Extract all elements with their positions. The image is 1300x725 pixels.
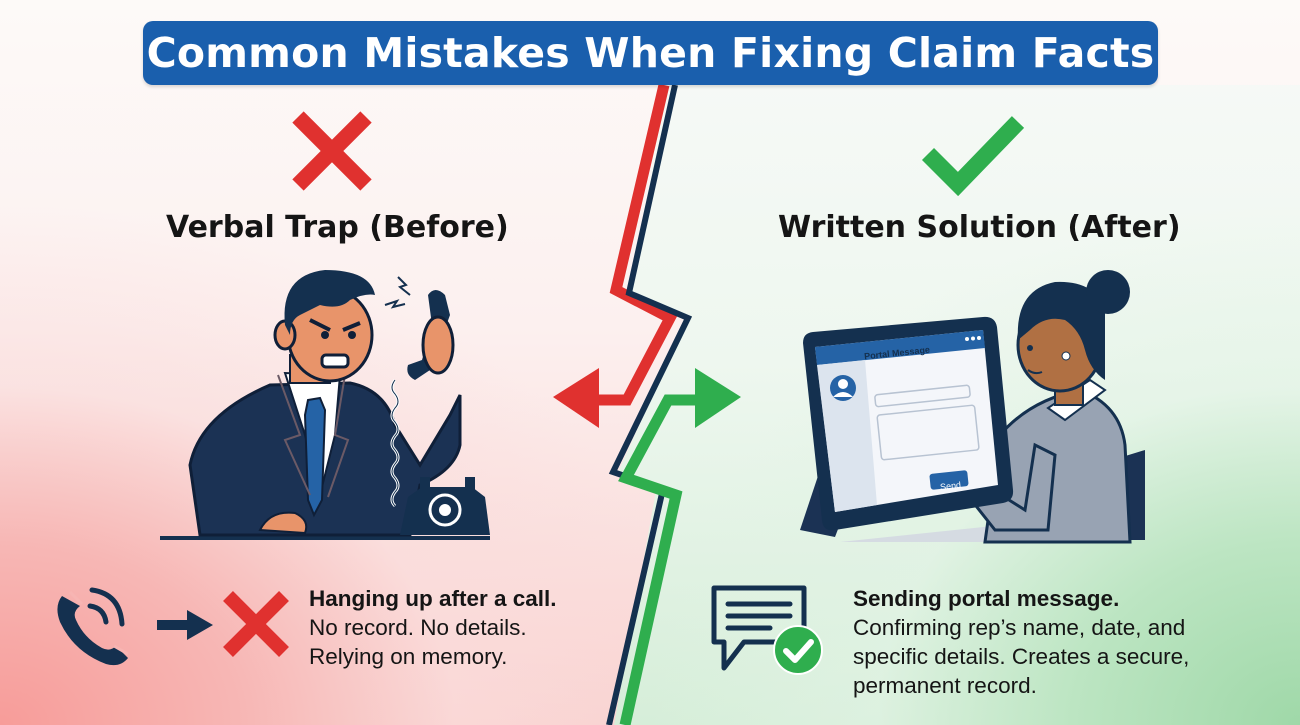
woman-using-tablet-illustration: Portal Message Send	[790, 260, 1170, 550]
page-title: Common Mistakes When Fixing Claim Facts	[146, 29, 1155, 77]
angry-man-on-phone-illustration	[160, 270, 490, 540]
right-caption-title: Sending portal message.	[853, 586, 1120, 611]
tablet-device	[800, 316, 1014, 537]
left-heading: Verbal Trap (Before)	[166, 210, 509, 245]
right-caption-line: specific details. Creates a secure,	[853, 644, 1190, 669]
right-caption-line: Confirming rep’s name, date, and	[853, 615, 1186, 640]
woman-tablet-artwork	[840, 270, 1145, 544]
arrow-right-icon	[157, 610, 213, 640]
x-mark-icon	[292, 111, 372, 191]
title-banner: Common Mistakes When Fixing Claim Facts	[143, 21, 1158, 85]
x-mark-small-icon	[223, 591, 289, 657]
left-caption: Hanging up after a call. No record. No d…	[309, 584, 557, 671]
left-caption-line: Relying on memory.	[309, 644, 508, 669]
right-heading: Written Solution (After)	[778, 210, 1181, 245]
left-caption-line: No record. No details.	[309, 615, 527, 640]
chat-message-icon	[711, 585, 807, 671]
left-caption-title: Hanging up after a call.	[309, 586, 557, 611]
right-caption: Sending portal message. Confirming rep’s…	[853, 584, 1189, 700]
check-mark-icon	[921, 116, 1025, 196]
right-caption-line: permanent record.	[853, 673, 1037, 698]
phone-call-icon	[57, 587, 129, 666]
check-circle-icon	[773, 625, 823, 675]
